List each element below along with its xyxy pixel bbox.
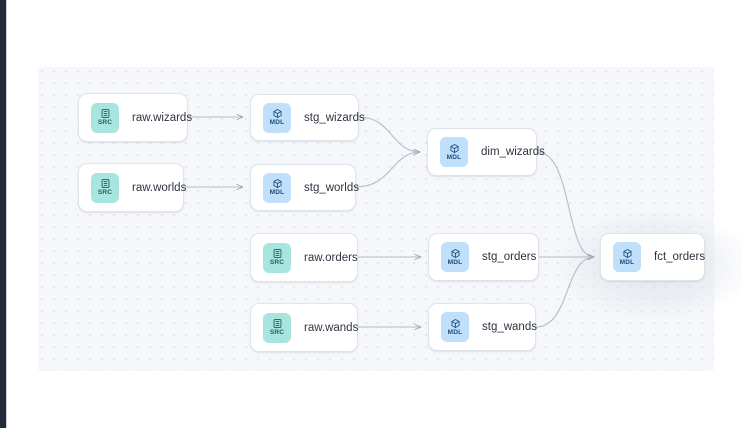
model-badge: MDL (263, 172, 291, 203)
node-dim-wizards[interactable]: MDL dim_wizards (427, 128, 545, 176)
database-icon (100, 178, 111, 189)
model-badge-label: MDL (269, 119, 285, 127)
model-badge-label: MDL (447, 328, 463, 336)
cube-icon (272, 108, 283, 119)
model-badge-label: MDL (269, 189, 285, 197)
cube-icon (450, 248, 461, 259)
node-label: stg_wizards (304, 111, 365, 124)
node-stg-wizards[interactable]: MDL stg_wizards (250, 94, 365, 141)
model-badge: MDL (440, 137, 468, 167)
node-raw-orders[interactable]: SRC raw.orders (250, 233, 358, 282)
node-raw-worlds[interactable]: SRC raw.worlds (78, 163, 187, 212)
node-label: raw.wands (304, 321, 359, 334)
cube-icon (622, 248, 633, 259)
source-badge: SRC (263, 312, 291, 343)
node-raw-wands[interactable]: SRC raw.wands (250, 303, 358, 352)
database-icon (272, 318, 283, 329)
node-label: raw.orders (304, 251, 358, 264)
node-label: stg_worlds (304, 181, 359, 194)
model-badge-label: MDL (446, 153, 462, 161)
model-badge-label: MDL (619, 258, 635, 266)
cube-icon (449, 143, 460, 154)
node-raw-wizards[interactable]: SRC raw.wizards (78, 93, 192, 142)
node-label: fct_orders (654, 251, 706, 263)
node-label: stg_wands (482, 321, 537, 333)
node-label: stg_orders (482, 251, 537, 263)
database-icon (272, 248, 283, 259)
source-badge-label: SRC (97, 189, 113, 197)
source-badge: SRC (263, 242, 291, 273)
source-badge: SRC (91, 102, 119, 133)
node-label: dim_wizards (481, 146, 545, 158)
model-badge: MDL (613, 242, 641, 272)
model-badge-label: MDL (447, 258, 463, 266)
node-label: raw.wizards (132, 111, 193, 124)
model-badge: MDL (441, 242, 469, 272)
database-icon (100, 108, 111, 119)
cube-icon (450, 318, 461, 329)
model-badge: MDL (441, 312, 469, 342)
node-stg-worlds[interactable]: MDL stg_worlds (250, 164, 359, 211)
node-stg-wands[interactable]: MDL stg_wands (428, 303, 537, 351)
cube-icon (272, 178, 283, 189)
left-nav-rail[interactable] (0, 0, 6, 428)
source-badge: SRC (91, 172, 119, 203)
rail-divider (6, 0, 7, 428)
source-badge-label: SRC (97, 119, 113, 127)
source-badge-label: SRC (269, 329, 285, 337)
node-fct-orders[interactable]: MDL fct_orders (600, 233, 705, 281)
source-badge-label: SRC (269, 259, 285, 267)
model-badge: MDL (263, 102, 291, 133)
node-label: raw.worlds (132, 181, 187, 194)
node-stg-orders[interactable]: MDL stg_orders (428, 233, 539, 281)
